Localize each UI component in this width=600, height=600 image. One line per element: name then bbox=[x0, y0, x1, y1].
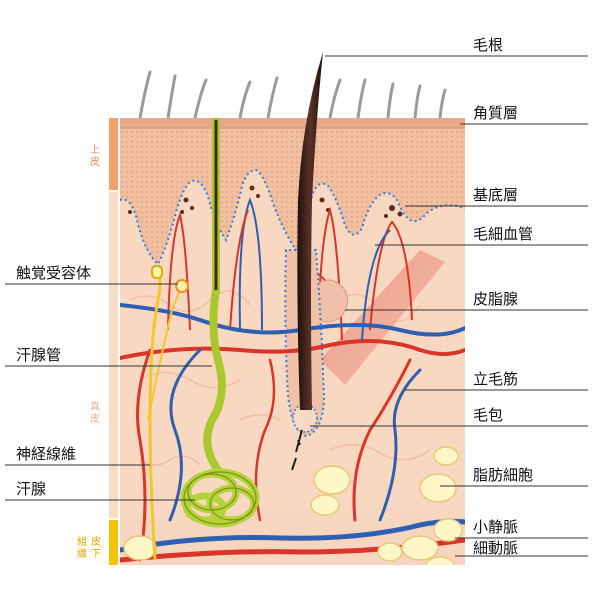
side-label-dermis-1: 真 bbox=[90, 400, 100, 413]
right-labels: 毛根 角質層 基底層 毛細血管 皮脂腺 立毛筋 毛包 脂肪細胞 小静脈 細動脈 bbox=[473, 36, 533, 557]
label-sweat-duct: 汗腺管 bbox=[16, 346, 61, 364]
nerve-fiber bbox=[148, 269, 162, 561]
arrector-pili-muscle bbox=[320, 250, 445, 385]
label-capillary: 毛細血管 bbox=[473, 225, 533, 243]
label-touch-receptor: 触覚受容体 bbox=[16, 264, 91, 282]
svg-text:組織: 組織 bbox=[77, 535, 87, 560]
svg-text:皮下: 皮下 bbox=[91, 535, 101, 560]
svg-text:上皮: 上皮 bbox=[90, 144, 100, 168]
side-label-subcutis-3: 組 bbox=[77, 535, 87, 548]
side-label-epidermis-2: 皮 bbox=[90, 155, 100, 168]
label-arteriole: 細動脈 bbox=[473, 539, 518, 557]
svg-text:真皮: 真皮 bbox=[90, 400, 100, 425]
side-label-epidermis-1: 上 bbox=[90, 144, 100, 156]
fat-cells bbox=[123, 446, 463, 565]
touch-receptor bbox=[151, 265, 163, 279]
label-basal-layer: 基底層 bbox=[473, 186, 518, 204]
label-sebaceous-gland: 皮脂腺 bbox=[473, 290, 518, 308]
side-bar-subcutis bbox=[109, 520, 118, 565]
leader-lines bbox=[5, 55, 588, 557]
hair-shaft bbox=[297, 52, 323, 410]
surface-hairs bbox=[138, 70, 447, 120]
side-label-subcutis-1: 皮 bbox=[91, 535, 101, 548]
stratum-corneum bbox=[120, 118, 465, 128]
layer-side-bar: 上皮 真皮 皮下 組織 bbox=[77, 118, 118, 565]
label-hair-root: 毛根 bbox=[473, 36, 503, 54]
sweat-duct bbox=[203, 118, 226, 474]
label-venule: 小静脈 bbox=[473, 518, 518, 536]
label-nerve-fiber: 神経線維 bbox=[16, 445, 76, 463]
side-label-subcutis-4: 織 bbox=[77, 547, 87, 560]
label-fat-cell: 脂肪細胞 bbox=[473, 466, 533, 484]
label-sweat-gland: 汗腺 bbox=[16, 480, 46, 498]
label-stratum-corneum: 角質層 bbox=[473, 104, 518, 122]
left-labels: 触覚受容体 汗腺管 神経線維 汗腺 bbox=[16, 264, 91, 498]
side-bar-epidermis bbox=[109, 118, 118, 190]
side-bar-dermis bbox=[109, 192, 118, 518]
label-hair-follicle: 毛包 bbox=[473, 406, 503, 424]
label-arrector-pili: 立毛筋 bbox=[473, 370, 518, 388]
side-label-subcutis-2: 下 bbox=[91, 549, 101, 560]
side-label-dermis-2: 皮 bbox=[90, 412, 100, 425]
basal-layer-edge bbox=[120, 168, 465, 266]
